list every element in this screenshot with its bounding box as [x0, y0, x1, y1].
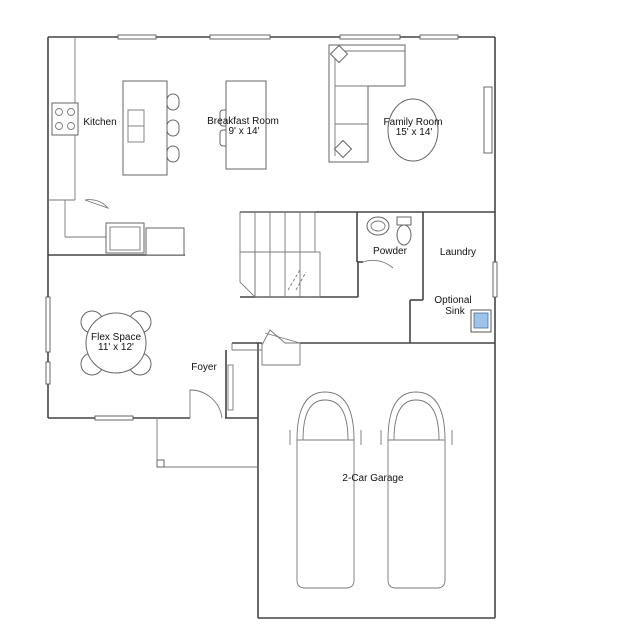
foyer: Foyer — [189, 329, 301, 419]
garage: 2-Car Garage — [289, 391, 453, 589]
powder-room: Powder — [362, 216, 412, 269]
front-door-swing — [189, 389, 223, 419]
kitchen-label: Kitchen — [83, 117, 116, 128]
toilet-icon — [396, 216, 412, 246]
foyer-label: Foyer — [191, 362, 217, 373]
appliances — [105, 222, 185, 256]
family-room-label: Family Room — [384, 117, 443, 128]
powder-label: Powder — [373, 246, 408, 257]
coffee-table — [387, 98, 439, 162]
laundry-label: Laundry — [440, 247, 476, 258]
windows — [45, 34, 498, 421]
garage-label: 2-Car Garage — [342, 473, 404, 484]
pantry — [64, 199, 110, 238]
flex-space-label: Flex Space — [91, 332, 141, 343]
kitchen-island — [122, 80, 180, 176]
round-table — [80, 310, 152, 376]
laundry-sink-icon — [470, 309, 492, 333]
family-room: Family Room 15' x 14' — [328, 44, 443, 163]
interior-walls — [48, 211, 495, 418]
cooktop-icon — [51, 102, 79, 136]
car-left-icon — [289, 391, 362, 589]
front-porch — [156, 418, 258, 468]
optional-sink-label-line2: Sink — [445, 306, 465, 317]
flex-space: Flex Space 11' x 12' — [80, 310, 152, 376]
car-right-icon — [380, 391, 453, 589]
breakfast-room-label: Breakfast Room — [207, 116, 279, 127]
sofa — [328, 44, 406, 163]
breakfast-room-dims: 9' x 14' — [228, 126, 259, 137]
optional-sink-label-line1: Optional — [434, 295, 471, 306]
staircase — [239, 211, 321, 299]
kitchen: Kitchen — [48, 37, 185, 256]
dining-table — [219, 80, 267, 170]
breakfast-room: Breakfast Room 9' x 14' — [207, 80, 279, 170]
sink-icon — [366, 216, 390, 236]
laundry-room: Laundry Optional Sink — [434, 247, 492, 333]
flex-space-dims: 11' x 12' — [98, 342, 134, 353]
family-room-dims: 15' x 14' — [396, 127, 433, 138]
